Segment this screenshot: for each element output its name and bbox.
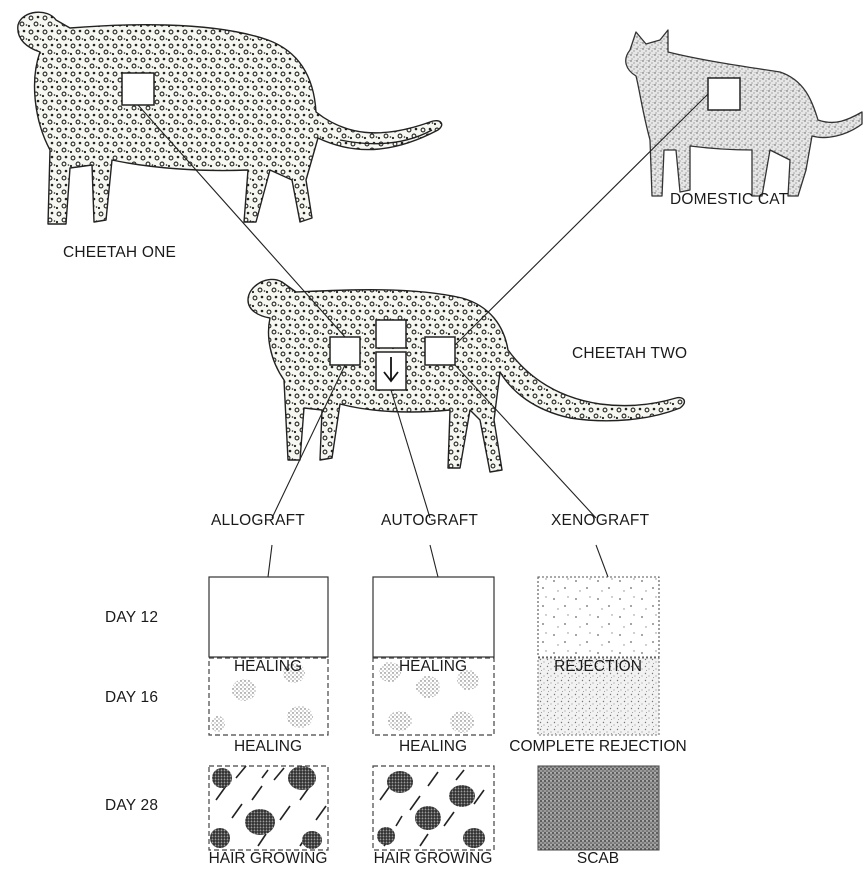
domestic-cat-illustration xyxy=(626,30,862,196)
allograft-day12-outcome: HEALING xyxy=(234,658,302,676)
autograft-day16-outcome: HEALING xyxy=(399,738,467,756)
autograft-header: AUTOGRAFT xyxy=(381,512,478,530)
autograft-day28-panel xyxy=(373,766,494,850)
donor-skin-square-cheetah-one xyxy=(122,73,154,105)
day-12-label: DAY 12 xyxy=(105,609,158,627)
cheetah-two-label: CHEETAH TWO xyxy=(572,345,687,363)
allograft-day12-panel xyxy=(209,577,328,657)
xenograft-day28-panel xyxy=(538,766,659,850)
allograft-day16-outcome: HEALING xyxy=(234,738,302,756)
autograft-donor-site xyxy=(376,320,406,348)
autograft-day12-panel xyxy=(373,577,494,657)
recipient-graft-site-right xyxy=(425,337,455,365)
cheetah-one-illustration xyxy=(18,12,442,224)
cheetah-one-label: CHEETAH ONE xyxy=(63,244,176,262)
xenograft-day16-outcome: COMPLETE REJECTION xyxy=(509,738,686,756)
autograft-day12-outcome: HEALING xyxy=(399,658,467,676)
autograft-day28-outcome: HAIR GROWING xyxy=(374,850,493,868)
recipient-graft-site-left xyxy=(330,337,360,365)
allograft-day28-outcome: HAIR GROWING xyxy=(209,850,328,868)
day-16-label: DAY 16 xyxy=(105,689,158,707)
domestic-cat-label: DOMESTIC CAT xyxy=(670,191,788,209)
allograft-header: ALLOGRAFT xyxy=(211,512,305,530)
xenograft-day28-outcome: SCAB xyxy=(577,850,619,868)
xenograft-day12-panel xyxy=(538,577,659,657)
donor-skin-square-cat xyxy=(708,78,740,110)
xenograft-day12-outcome: REJECTION xyxy=(554,658,642,676)
allograft-day28-panel xyxy=(209,766,328,850)
day-28-label: DAY 28 xyxy=(105,797,158,815)
cheetah-two-illustration xyxy=(248,279,684,472)
xenograft-header: XENOGRAFT xyxy=(551,512,649,530)
